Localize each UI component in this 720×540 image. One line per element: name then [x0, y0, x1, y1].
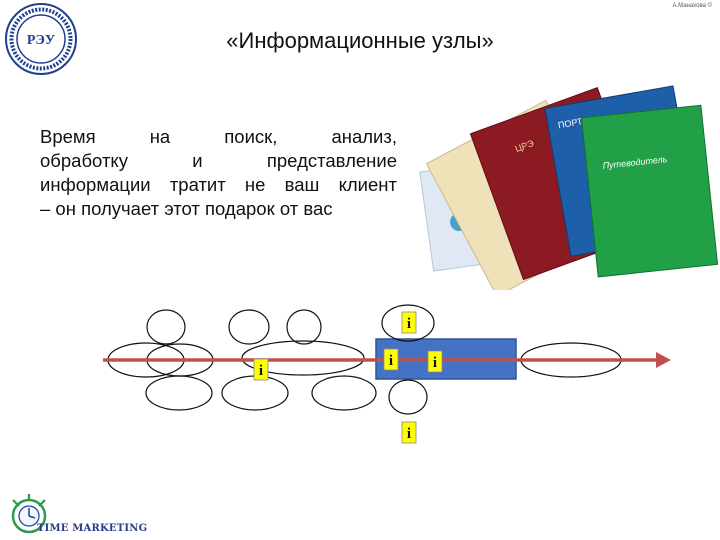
svg-text:i: i — [389, 353, 393, 369]
body-line: обработку и представление — [40, 150, 397, 171]
svg-text:i: i — [407, 426, 411, 442]
node-ellipse — [311, 375, 377, 411]
university-seal-icon: РЭУ — [5, 3, 77, 75]
author-note: А.Манахова © — [672, 3, 712, 9]
body-line: – он получает этот подарок от вас — [40, 198, 333, 219]
node-ellipse — [228, 309, 270, 345]
node-ellipse — [145, 375, 213, 411]
svg-text:i: i — [433, 355, 437, 371]
node-ellipse — [146, 309, 186, 345]
svg-text:i: i — [407, 316, 411, 332]
node-ellipse — [388, 379, 428, 415]
time-marketing-logo-icon — [11, 494, 47, 534]
footer-brand-text: TIME MARKETING — [37, 523, 148, 534]
info-nodes-diagram: i i i i i — [103, 304, 671, 444]
logo-monogram: РЭУ — [27, 33, 55, 48]
page-title: «Информационные узлы» — [226, 28, 494, 53]
body-line: Время на поиск, анализ, — [40, 126, 397, 147]
body-paragraph: Время на поиск, анализ, обработку и пред… — [40, 125, 397, 221]
folders-photo: ЦРЭ ПОРТО Путеводитель — [419, 85, 719, 290]
node-ellipse — [221, 375, 289, 411]
info-marker-icon: i — [383, 348, 399, 371]
node-ellipse — [241, 340, 365, 376]
info-marker-icon: i — [401, 421, 417, 444]
node-ellipse — [286, 309, 322, 345]
node-ellipse — [381, 304, 435, 342]
svg-text:i: i — [259, 363, 263, 379]
info-marker-icon: i — [253, 358, 269, 381]
arrow-head — [656, 352, 671, 368]
body-line: информации тратит не ваш клиент — [40, 174, 397, 195]
info-marker-icon: i — [401, 311, 417, 334]
info-marker-icon: i — [427, 350, 443, 373]
